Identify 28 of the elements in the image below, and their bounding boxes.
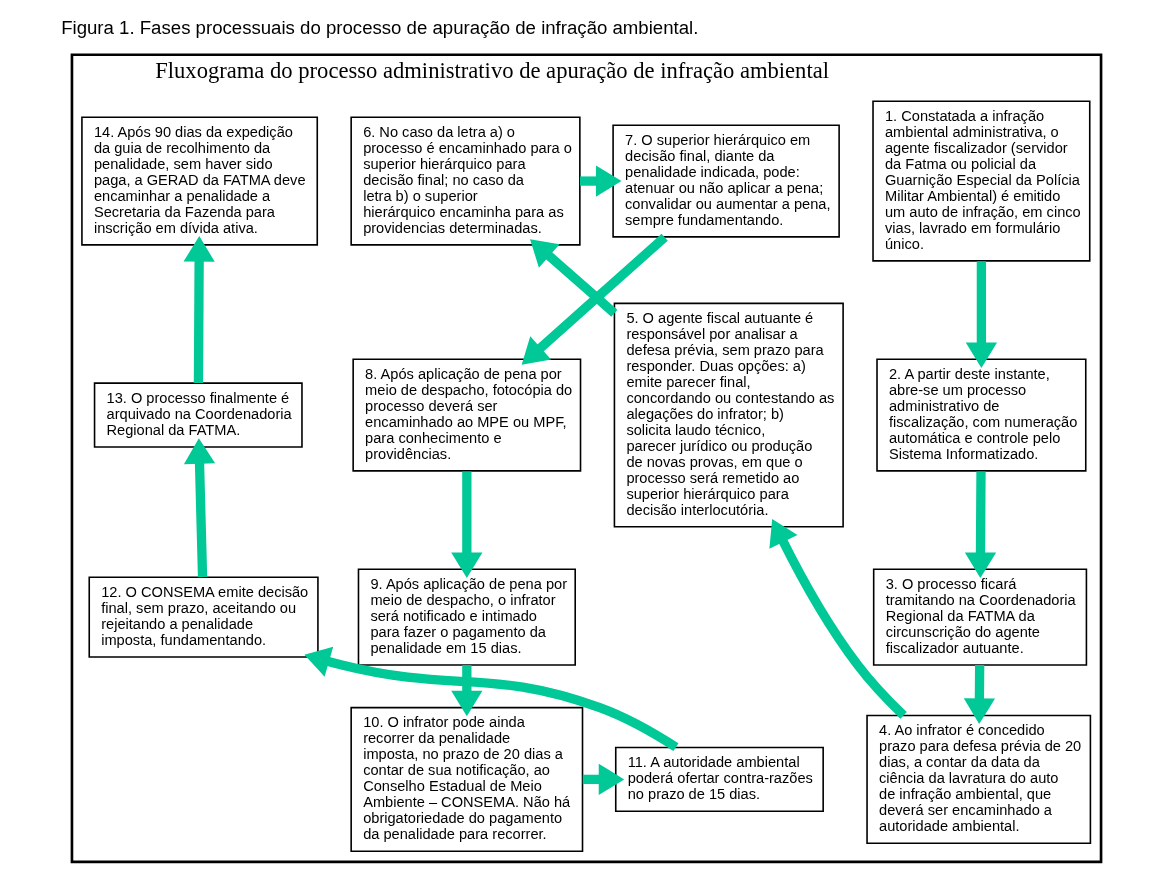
arrow bbox=[451, 471, 483, 579]
node-box: 10. O infrator pode ainda recorrer da penalidade imposta, no prazo de 20 dias a contar de sua notificação, ao Conselho Estadual de Meio Ambiente – CONSEMA. Não há obrigatoriedade do pagamento da penalidade para recorrer. bbox=[350, 706, 584, 852]
arrow bbox=[304, 646, 679, 752]
caption: Figura 1. Fases processuais do processo de apuração de infração ambiental. bbox=[61, 16, 699, 38]
arrow bbox=[963, 665, 996, 724]
node-box: 6. No caso da letra a) o processo é encaminhado para o superior hierárquico para decisão final; no caso da letra b) o superior hierárquico encaminha para as providencias determinadas. bbox=[350, 116, 581, 246]
node-box: 9. Após aplicação de pena por meio de despacho, o infrator será notificado e intimado para fazer o pagamento da penalidade em 15 dias. bbox=[357, 568, 576, 666]
node-box: 3. O processo ficará tramitando na Coordenadoria Regional da FATMA da circunscrição do agente fiscalizador autuante. bbox=[872, 568, 1088, 666]
arrow bbox=[580, 165, 622, 197]
arrow bbox=[521, 233, 668, 365]
node-box: 13. O processo finalmente é arquivado na Coordenadoria Regional da FATMA. bbox=[93, 382, 303, 448]
arrow bbox=[965, 261, 997, 369]
node-box: 5. O agente fiscal autuante é responsável por analisar a defesa prévia, sem prazo para responder. Duas opções: a) emite parecer final, concordando ou contestando as alegações do infrator; b) solicita laudo técnico, parecer jurídico ou produção de novas provas, em que o processo será remetido ao superior hierárquico para decisão interlocutória. bbox=[613, 302, 844, 528]
node-box: 1. Constatada a infração ambiental administrativa, o agente fiscalizador (servidor da Fatma ou policial da Guarnição Especial da Polícia Militar Ambiental) é emitido um auto de infração, em cinco vias, lavrado em formulário único. bbox=[872, 100, 1091, 262]
node-box: 2. A partir deste instante, abre-se um processo administrativo de fiscalização, com numeração automática e controle pelo Sistema Informatizado. bbox=[876, 358, 1087, 472]
node-box: 8. Após aplicação de pena por meio de despacho, fotocópia do processo deverá ser encaminhado ao MPE ou MPF, para conhecimento e providências. bbox=[352, 358, 582, 472]
node-box: 7. O superior hierárquico em decisão final, diante da penalidade indicada, pode: atenuar ou não aplicar a pena; convalidar ou aumentar a pena, sempre fundamentando. bbox=[612, 124, 840, 238]
arrow bbox=[769, 519, 907, 719]
arrow bbox=[964, 471, 997, 579]
node-box: 11. A autoridade ambiental poderá ofertar contra-razões no prazo de 15 dias. bbox=[614, 746, 824, 813]
arrow bbox=[183, 236, 215, 383]
arrow bbox=[530, 239, 618, 317]
arrow bbox=[183, 438, 216, 578]
arrow bbox=[451, 665, 483, 717]
arrow bbox=[582, 763, 625, 796]
node-box: 14. Após 90 dias da expedição da guia de recolhimento da penalidade, sem haver sido paga, a GERAD da FATMA deve encaminhar a penalidade a Secretaria da Fazenda para inscrição em dívida ativa. bbox=[81, 116, 319, 246]
node-box: 4. Ao infrator é concedido prazo para defesa prévia de 20 dias, a contar da data da ciência da lavratura do auto de infração ambiental, que deverá ser encaminhado a autoridade ambiental. bbox=[866, 714, 1092, 844]
node-box: 12. O CONSEMA emite decisão final, sem prazo, aceitando ou rejeitando a penalidade imposta, fundamentando. bbox=[88, 576, 319, 658]
